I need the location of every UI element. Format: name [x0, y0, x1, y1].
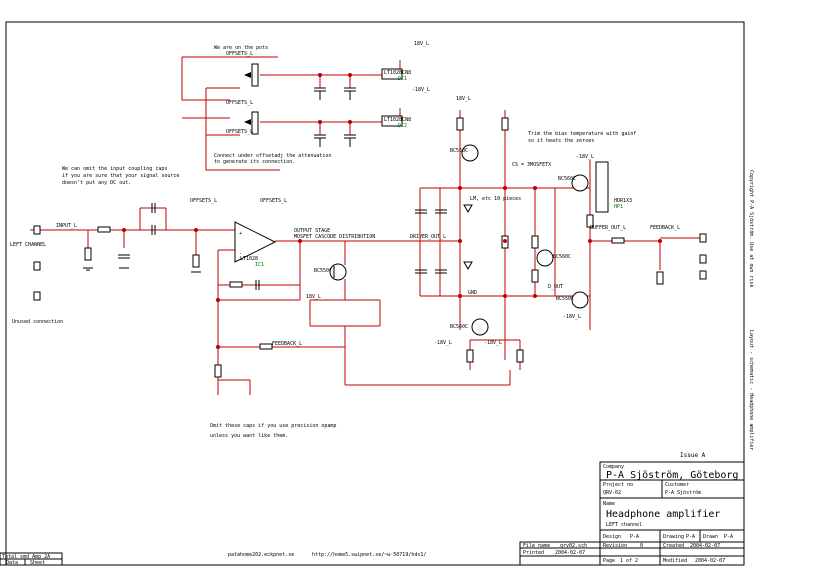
label-v18a: 18V_L — [414, 41, 429, 47]
label-v18e: -18V_L — [434, 340, 452, 346]
note-precision-2: unless you want like them. — [210, 433, 288, 439]
label-v18d: 18V_L — [456, 96, 471, 102]
company-label: Company — [603, 464, 624, 470]
label-driver-out: DRIVER_OUT_L — [410, 234, 446, 240]
label-offsets-1: OFFSETS_L — [226, 51, 253, 57]
label-offsets-4: OFFSETS_L — [190, 198, 217, 204]
label-tr-g: BC550C — [556, 296, 574, 302]
printed: 2004-02-07 — [555, 550, 585, 556]
customer-label: Customer — [665, 482, 689, 488]
transistor-t3 — [309, 241, 510, 386]
side-text-2: Layout - schematic - Headphone amplifier — [748, 330, 754, 450]
label-offsets-3: OFFSETS_L — [226, 129, 253, 135]
note-input-cap-1: We can omit the input coupling caps — [62, 166, 167, 172]
label-offsets-5: OFFSETS_L — [260, 198, 287, 204]
note-lm-label: LM, etc 10 pieces — [470, 196, 521, 202]
bottom-left-b: Sheet — [30, 560, 45, 566]
label-input: INPUT_L — [56, 223, 77, 229]
label-dc2-ref: DC2 — [398, 123, 407, 129]
svg-text:+: + — [239, 231, 242, 237]
footer-url: http://home5.swipnet.se/~w-50719/hdx1/ — [312, 552, 426, 558]
bottom-left-box-text: Total smd Amp 2A — [2, 554, 50, 560]
label-tr-c: BC550C — [450, 148, 468, 154]
label-tr-f: BC560C — [450, 324, 468, 330]
revision: 0 — [640, 543, 643, 549]
label-dc1-ref: DC1 — [398, 76, 407, 82]
label-ic1: LT1028 — [240, 256, 258, 262]
label-buffer-out: BUFFER_OUT_L — [590, 225, 626, 231]
bottom-left-box: Total smd Amp 2A Data Sheet — [0, 552, 63, 566]
drawing: P-A — [686, 534, 695, 540]
label-left-channel: LEFT CHANNEL — [10, 242, 46, 248]
label-v18b: -18V_L — [412, 87, 430, 93]
label-tr-d: BC560C — [558, 176, 576, 182]
note-offset-1: Connect under offsetadj the attenuation — [214, 153, 331, 159]
label-dc1: LT1028CN8 — [384, 70, 411, 76]
note-offset-2: to generate its connection. — [214, 159, 295, 165]
opamp-symbol — [234, 221, 277, 263]
note-unused: Unused connection — [12, 319, 63, 325]
side-text-1: Copyright P-A Sjöström. Use at own risk — [748, 170, 754, 287]
label-hdr-ref: HP1 — [614, 204, 623, 210]
issue: Issue A — [680, 452, 706, 459]
label-d-out: D_OUT — [548, 284, 563, 290]
svg-text:-: - — [239, 251, 242, 257]
customer: P-A Sjöström — [665, 490, 701, 496]
label-feedback-2: FEEDBACK_L — [272, 341, 302, 347]
label-offsets-2: OFFSETS_L — [226, 100, 253, 106]
note-output-stage: OUTPUT STAGE — [294, 228, 330, 234]
project-label: Project no — [603, 482, 633, 488]
label-feedback: FEEDBACK_L — [650, 225, 680, 231]
page-label: Page — [603, 558, 615, 564]
printed-label: Printed — [523, 550, 544, 556]
file-label: File name — [523, 543, 550, 549]
drawing-label: Drawing — [663, 534, 684, 540]
note-emitter-2: so it heats the zeroes — [528, 138, 594, 144]
output-stage: 18V_L -18V_L -18V_L -18V_L -18V_L Trim t… — [415, 96, 707, 385]
company: P-A Sjöström, Göteborg — [606, 470, 738, 481]
note-input-cap-3: doesn't put any DC out. — [62, 180, 131, 186]
design: P-A — [630, 534, 639, 540]
label-tr-e: BC560C — [553, 254, 571, 260]
name-label: Name — [603, 501, 615, 507]
input-opamp-section: + - We can omit the input coupling cap — [10, 166, 460, 439]
title-block: Issue A Company P-A Sjöström, Göteborg P… — [519, 452, 745, 566]
footer-email: patahome202.eckpnet.se — [228, 552, 294, 558]
note-output-stage-2: MOSFET CASCODE DISTRIBUTION — [294, 234, 375, 240]
modified: 2004-02-07 — [695, 558, 725, 564]
revision-label: Revision — [603, 543, 627, 549]
label-dc2: LT1028CN8 — [384, 117, 411, 123]
drawn-label: Drawn — [703, 534, 718, 540]
offset-pot-section: We are on the pots OFFSETS_L OFFSETS_L O… — [181, 41, 430, 171]
created-label: Created — [663, 543, 684, 549]
schematic-subtitle: LEFT channel — [606, 522, 642, 528]
note-precision-1: Omit these caps if you use precision opa… — [210, 423, 336, 429]
label-gnd: GND — [468, 290, 477, 296]
design-label: Design — [603, 534, 621, 540]
note-input-cap-2: if you are sure that your signal source — [62, 173, 179, 179]
created: 2004-02-07 — [690, 543, 720, 549]
label-v18h: -18V_L — [576, 154, 594, 160]
label-hdr: HDR1X3 — [614, 198, 632, 204]
label-v18c: 18V_L — [306, 294, 321, 300]
sheet-border — [5, 21, 745, 566]
file: qrv02.sch — [560, 543, 587, 549]
bottom-left-a: Data — [6, 560, 18, 566]
drawn: P-A — [724, 534, 733, 540]
note-pots: We are on the pots — [214, 45, 268, 51]
label-v18g: -18V_L — [563, 314, 581, 320]
note-cs-label: CS = 3MOSFETX — [512, 162, 551, 168]
project: QRV-02 — [603, 490, 621, 496]
modified-label: Modified — [663, 558, 687, 564]
label-ic1-ref: IC1 — [255, 262, 264, 268]
label-v18f: -18V_L — [484, 340, 502, 346]
schematic-title: Headphone amplifier — [606, 509, 720, 520]
page: 1 of 2 — [620, 558, 638, 564]
label-tr-b: BC550C — [314, 268, 332, 274]
note-emitter-1: Trim the bias temperature with gainf — [528, 131, 636, 137]
